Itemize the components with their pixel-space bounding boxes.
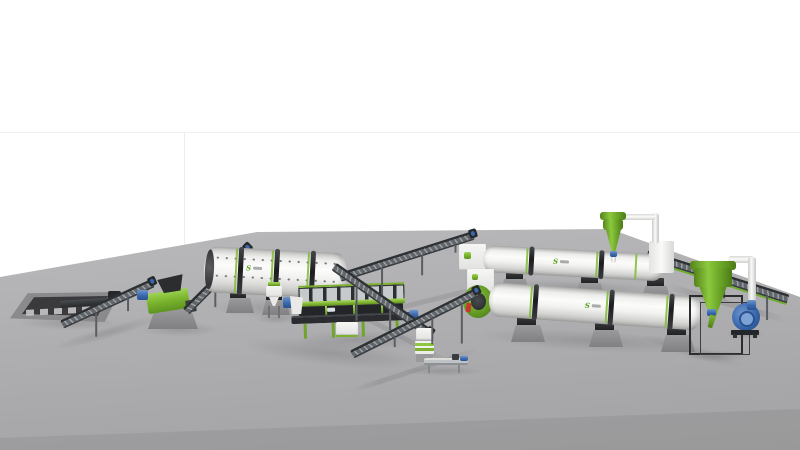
conveyor-leg	[127, 298, 130, 312]
drum-support-bracket	[595, 321, 614, 331]
batching-chute	[290, 296, 303, 314]
drum-ring	[528, 246, 535, 276]
drum-support-base	[661, 335, 695, 352]
crusher-motor	[137, 290, 148, 300]
drum-support-bracket	[581, 275, 598, 284]
packing-hopper	[416, 328, 433, 340]
dryer-duct-vertical	[652, 213, 659, 244]
pulley-motor-icon	[473, 287, 480, 294]
wall-seam-vertical	[184, 132, 185, 245]
conveyor-leg	[765, 295, 769, 320]
brand-logo-glyph: S	[552, 256, 559, 266]
conveyor-leg	[95, 312, 98, 337]
drum-support-base	[589, 330, 623, 347]
dryer-cyclone-cap	[600, 212, 626, 220]
drum-ring	[607, 289, 615, 326]
conveyor-leg	[458, 365, 460, 373]
dryer-duct-horizontal	[622, 214, 656, 220]
drum-end-cap	[203, 249, 216, 290]
drum-ring	[667, 293, 675, 330]
cyclone-drop-pipe	[611, 256, 616, 263]
dryer-feed-chip	[464, 252, 471, 259]
conveyor-leg	[454, 244, 457, 253]
screw-feeder	[266, 286, 282, 297]
conveyor-leg	[431, 318, 434, 345]
feeder-top	[268, 282, 280, 286]
feeder-leg	[278, 306, 280, 318]
machine-leg	[303, 323, 308, 339]
conveyor-leg	[421, 255, 424, 276]
bagging-scale	[336, 322, 358, 337]
pulley-motor-icon	[149, 278, 156, 285]
feeder-funnel	[269, 297, 279, 306]
drum-support-base	[511, 325, 545, 342]
brand-logo-text	[559, 260, 569, 264]
fan-duct-horizontal	[728, 256, 754, 263]
conveyor-leg	[393, 337, 396, 348]
drum-ring	[531, 284, 540, 321]
brand-logo-text	[591, 304, 601, 308]
brand-logo-glyph: S	[584, 300, 591, 311]
pulley-motor-icon	[470, 230, 476, 237]
cyclone-rotary-valve	[707, 309, 716, 316]
shadow	[402, 366, 486, 376]
brand-logo: S	[552, 256, 569, 266]
drum-support-bracket	[647, 278, 664, 287]
bag-clamp	[460, 356, 468, 361]
machine-leg	[361, 321, 366, 337]
fan-duct-vertical	[748, 257, 756, 310]
draft-fan-hub	[739, 311, 755, 327]
draft-fan-foot	[753, 334, 757, 338]
machine-leg	[331, 322, 336, 338]
brand-logo: S	[245, 263, 262, 273]
feeder-leg	[268, 306, 270, 318]
filled-bag	[452, 354, 459, 360]
draft-fan-base	[731, 330, 759, 335]
drum-support-bracket	[517, 316, 536, 326]
wall-seam-horizontal	[0, 132, 800, 133]
brand-logo-glyph: S	[245, 263, 252, 273]
drum-ring	[236, 246, 245, 296]
bagging-conveyor	[424, 358, 468, 365]
cyclone-separator-body	[694, 268, 732, 287]
conveyor-leg	[388, 309, 391, 330]
conveyor-leg	[428, 365, 430, 373]
drum-support-bracket	[667, 326, 686, 336]
cooler-feed-chip	[472, 274, 478, 280]
shadow	[254, 314, 298, 324]
draft-fan-outlet	[747, 300, 756, 310]
crusher-base	[148, 309, 198, 329]
control-chip	[327, 307, 336, 312]
drum-ring	[598, 250, 605, 280]
conveyor-leg	[355, 286, 358, 321]
brand-logo-text	[252, 266, 262, 270]
green-band	[634, 253, 638, 280]
drum-support-bracket	[506, 271, 523, 280]
cyclone-separator-cap	[690, 261, 736, 270]
draft-fan-foot	[733, 334, 737, 338]
brand-logo: S	[584, 300, 601, 311]
drum-support-base	[226, 298, 254, 313]
drum-drive-motor	[283, 297, 298, 308]
dryer-cyclone-valve	[610, 251, 617, 257]
dryer-cyclone-body	[603, 219, 623, 230]
dryer-discharge-hood	[649, 241, 674, 273]
dryer-feed-box	[459, 244, 486, 270]
packing-machine	[415, 341, 434, 354]
